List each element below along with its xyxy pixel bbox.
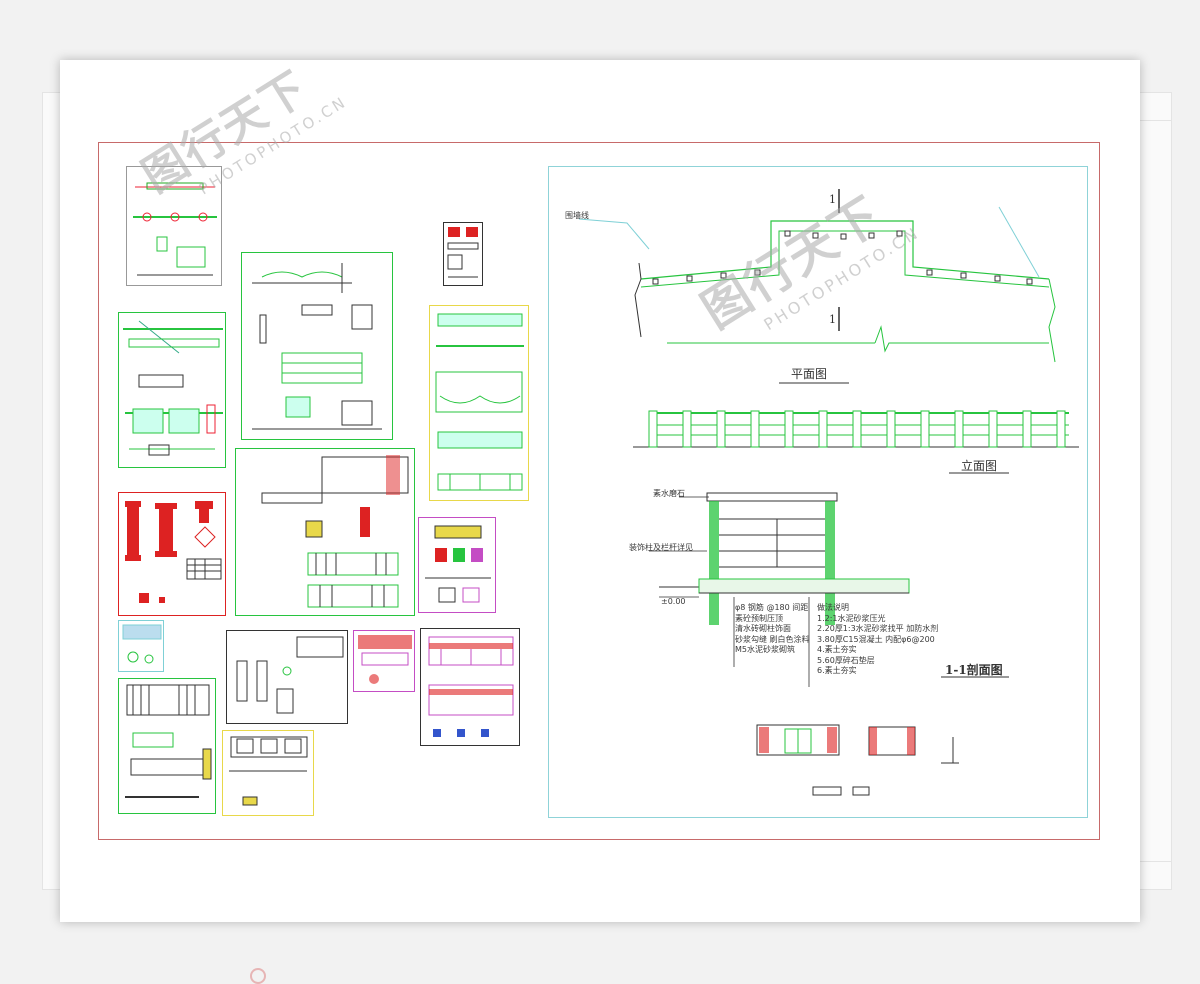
main-drawing-panel: 1 1 围墙线 平面图 立面图 素水磨石 装饰柱及栏杆详见 ±0.00 φ8 钢… xyxy=(548,166,1088,818)
notes-left: φ8 钢筋 @180 间距 素砼预制压顶 清水砖砌柱饰面 砂浆勾缝 刷白色涂料 … xyxy=(735,603,810,656)
callout-left: 围墙线 xyxy=(565,211,589,220)
thumb-column-section xyxy=(226,630,348,724)
note-line: 清水砖砌柱饰面 xyxy=(735,624,791,633)
note-line: 砂浆勾缝 刷白色涂料 xyxy=(735,634,810,644)
thumb-wall-plan xyxy=(118,312,226,468)
thumb-gate-yellow xyxy=(222,730,314,816)
thumb-fence-details xyxy=(241,252,393,440)
thumb-gate-plan xyxy=(126,166,222,286)
plan-title: 平面图 xyxy=(791,367,828,381)
notes-right: 做法说明 1.2:1水泥砂浆压光 2.20厚1:3水泥砂浆找平 加防水剂 3.8… xyxy=(817,603,938,677)
note-line: 2.20厚1:3水泥砂浆找平 加防水剂 xyxy=(817,624,939,633)
section-mark-bottom: 1 xyxy=(829,313,836,326)
thumb-railing-elevations xyxy=(429,305,529,501)
label-mid: 装饰柱及栏杆详见 xyxy=(629,543,693,552)
thumb-gate-elevations-magenta xyxy=(420,628,520,746)
note-line: φ8 钢筋 @180 间距 xyxy=(735,603,809,612)
thumb-sheet-index xyxy=(443,222,483,286)
watermark-seal-icon xyxy=(250,968,266,984)
elevation-mark: ±0.00 xyxy=(661,597,686,606)
elevation-title: 立面图 xyxy=(961,459,998,473)
thumb-small-detail xyxy=(118,620,164,672)
drawing-frame xyxy=(98,142,1100,840)
thumb-pavilion xyxy=(353,630,415,692)
note-line: M5水泥砂浆砌筑 xyxy=(735,645,795,654)
label-top: 素水磨石 xyxy=(653,489,685,498)
section-title: 1-1剖面图 xyxy=(945,663,1003,677)
note-line: 6.素土夯实 xyxy=(817,666,857,675)
thumb-entrance-plan xyxy=(418,517,496,613)
note-line: 5.60厚碎石垫层 xyxy=(817,655,875,665)
note-line: 1.2:1水泥砂浆压光 xyxy=(817,613,886,623)
note-line: 3.80厚C15混凝土 内配φ6@200 xyxy=(817,634,935,644)
note-line: 素砼预制压顶 xyxy=(735,613,783,623)
thumb-gate-elevation xyxy=(118,678,216,814)
thumb-column-detail xyxy=(118,492,226,616)
thumb-gate-set xyxy=(235,448,415,616)
note-line: 做法说明 xyxy=(817,603,849,612)
section-mark-top: 1 xyxy=(829,193,836,206)
note-line: 4.素土夯实 xyxy=(817,645,857,654)
